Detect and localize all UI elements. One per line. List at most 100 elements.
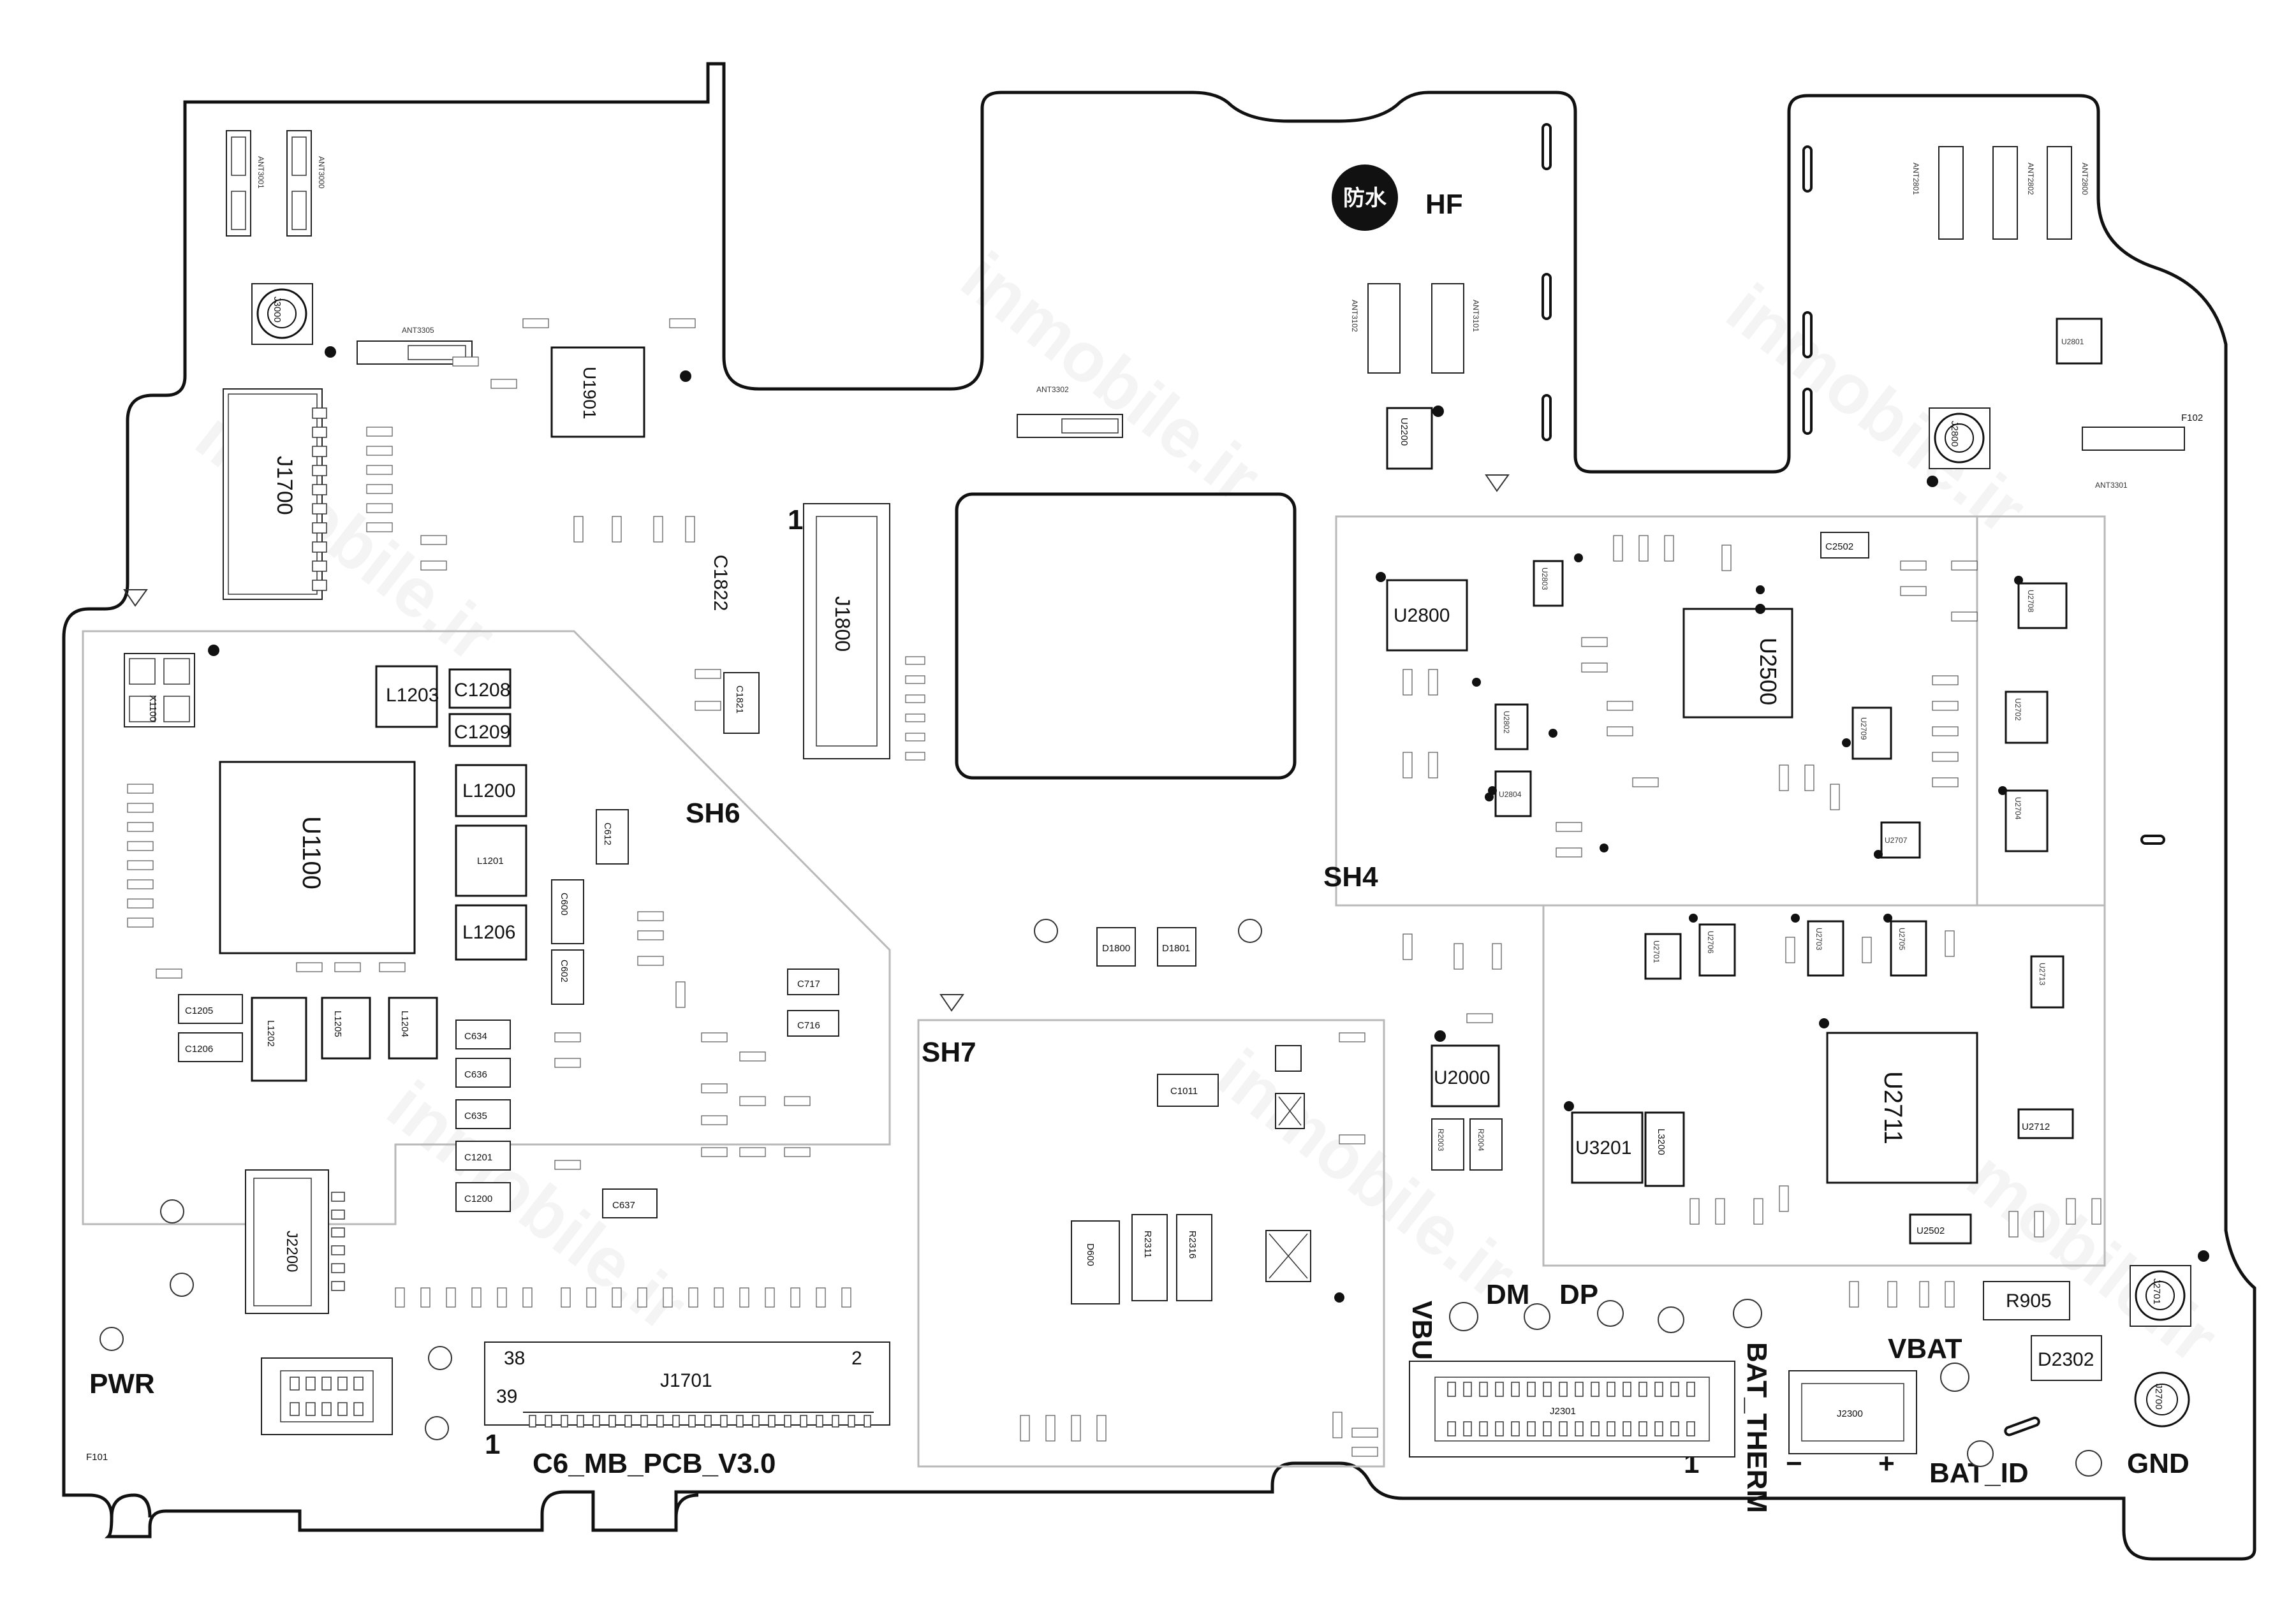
inductor-l1202: L1202	[251, 997, 307, 1082]
u1100-label: U1100	[297, 816, 325, 889]
cap-c637	[602, 1188, 658, 1218]
j3000-label: J3000	[272, 296, 283, 323]
cap-c2502	[1820, 532, 1869, 559]
dm-label: DM	[1486, 1279, 1529, 1310]
connector-j1701: J1701 38 2 39	[484, 1341, 890, 1428]
c1206-label: C1206	[185, 1044, 213, 1055]
chip-u2502	[1909, 1213, 1972, 1245]
l1206-label: L1206	[462, 922, 515, 943]
crystal-x1100: X1100	[124, 653, 195, 727]
d600-label: D600	[1085, 1243, 1096, 1266]
j1800-pin1-marker: 1	[788, 504, 803, 536]
chip-u2711: U2711	[1826, 1032, 1978, 1184]
u2502-label: U2502	[1917, 1225, 1945, 1236]
c1200-label: C1200	[464, 1194, 492, 1204]
r2003-label: R2003	[1436, 1129, 1445, 1151]
coax-j2800: J2800	[1929, 407, 1991, 469]
cap-c1011	[1157, 1074, 1219, 1107]
antenna-pads-right: ANT2801 ANT2802 ANT2800	[1911, 146, 2089, 240]
chip-u2000: U2000	[1431, 1044, 1500, 1107]
svg-text:inmobile.ir: inmobile.ir	[947, 237, 1275, 517]
resistor-r2316	[1176, 1214, 1212, 1301]
c1209-label: C1209	[454, 722, 510, 743]
board-cutout	[955, 492, 1297, 780]
dp-label: DP	[1559, 1279, 1598, 1310]
cap-c600	[551, 879, 584, 944]
c636-label: C636	[464, 1069, 487, 1080]
c634-label: C634	[464, 1031, 487, 1042]
waterproof-badge	[1332, 164, 1398, 231]
c1201-label: C1201	[464, 1152, 492, 1163]
passive-components	[127, 318, 2101, 1457]
u2711-label: U2711	[1879, 1071, 1907, 1144]
c717-label: C717	[797, 979, 820, 990]
waterproof-label: 防水	[1343, 186, 1387, 210]
pin1-dots-sh4	[1472, 553, 2023, 923]
cap-c1206	[178, 1032, 243, 1062]
connector-j2300: J2300	[1788, 1370, 1917, 1454]
u2708-label: U2708	[2026, 590, 2035, 613]
l3200-label: L3200	[1656, 1129, 1667, 1155]
u1901-label: U1901	[580, 367, 600, 420]
small-ics-sh7	[1265, 1045, 1344, 1303]
pin1-dot	[1432, 406, 1444, 417]
pin1-dot	[1564, 1101, 1574, 1111]
j1800-label: J1800	[831, 596, 854, 652]
inductor-l1203: L1203	[375, 665, 439, 728]
connector-j2200: J2200	[245, 1169, 345, 1314]
c1822-label: C1822	[710, 555, 731, 611]
u2804-label: U2804	[1499, 790, 1522, 799]
chip-u1901: U1901	[550, 346, 645, 438]
vbat-label: VBAT	[1888, 1333, 1962, 1364]
c716-label: C716	[797, 1020, 820, 1031]
diode-d2302	[2031, 1335, 2102, 1381]
inductor-l1201: L1201	[455, 824, 527, 897]
u2712-label: U2712	[2022, 1122, 2050, 1132]
board-name-label: C6_MB_PCB_V3.0	[533, 1448, 776, 1479]
connector-j1700: J1700	[223, 388, 327, 600]
pin1-dot	[325, 346, 336, 358]
ant3301-label: ANT3301	[2095, 481, 2128, 490]
r2316-label: R2316	[1187, 1231, 1198, 1259]
cap-c1209: C1209	[448, 713, 511, 747]
c602-label: C602	[559, 960, 570, 983]
pin1-dot	[208, 645, 219, 656]
bat-therm-label: BAT_THERM	[1741, 1342, 1772, 1513]
connector-j1800: J1800	[803, 503, 890, 759]
ant3305-pad: ANT3305	[357, 326, 473, 365]
u2705-label: U2705	[1897, 928, 1906, 951]
resistor-r2004	[1469, 1118, 1503, 1171]
c637-label: C637	[612, 1200, 635, 1211]
u2000-label: U2000	[1434, 1067, 1490, 1088]
l1201-label: L1201	[477, 856, 504, 866]
resistor-r2311	[1131, 1214, 1168, 1301]
u2707-label: U2707	[1885, 836, 1908, 845]
u2701-label: U2701	[1652, 940, 1661, 963]
ant3000-label: ANT3000	[317, 156, 326, 189]
d1800-label: D1800	[1102, 943, 1130, 954]
l1204-label: L1204	[399, 1011, 410, 1037]
antenna-pads-hf: ANT3102 ANT3101	[1350, 283, 1480, 374]
ant3101-label: ANT3101	[1471, 300, 1480, 332]
c1205-label: C1205	[185, 1005, 213, 1016]
u2200-label: U2200	[1399, 418, 1409, 446]
inductor-l1200: L1200	[455, 764, 527, 817]
d2302-label: D2302	[2038, 1349, 2094, 1370]
antenna-pads-left: ANT3001 ANT3000	[226, 130, 326, 237]
r2311-label: R2311	[1142, 1231, 1153, 1258]
ant3301-pad: ANT3301	[2082, 427, 2185, 490]
chip-u2200: U2200	[1386, 407, 1433, 470]
cap-c1208: C1208	[448, 668, 511, 709]
chip-u3201: U3201	[1571, 1111, 1644, 1184]
pin1-dot	[1819, 1018, 1829, 1028]
d1801-label: D1801	[1162, 943, 1190, 954]
ant2800-label: ANT2800	[2080, 163, 2089, 195]
small-ics-sh4: U2803 U2802 U2804 U2709 U2707 U2708 U270…	[1494, 560, 2068, 1009]
cap-c602	[551, 949, 584, 1005]
u2713-label: U2713	[2038, 963, 2047, 986]
diode-d600	[1071, 1220, 1120, 1304]
chip-u1100: U1100	[219, 761, 416, 954]
triangle-markers	[123, 474, 1510, 1012]
c600-label: C600	[559, 893, 570, 916]
